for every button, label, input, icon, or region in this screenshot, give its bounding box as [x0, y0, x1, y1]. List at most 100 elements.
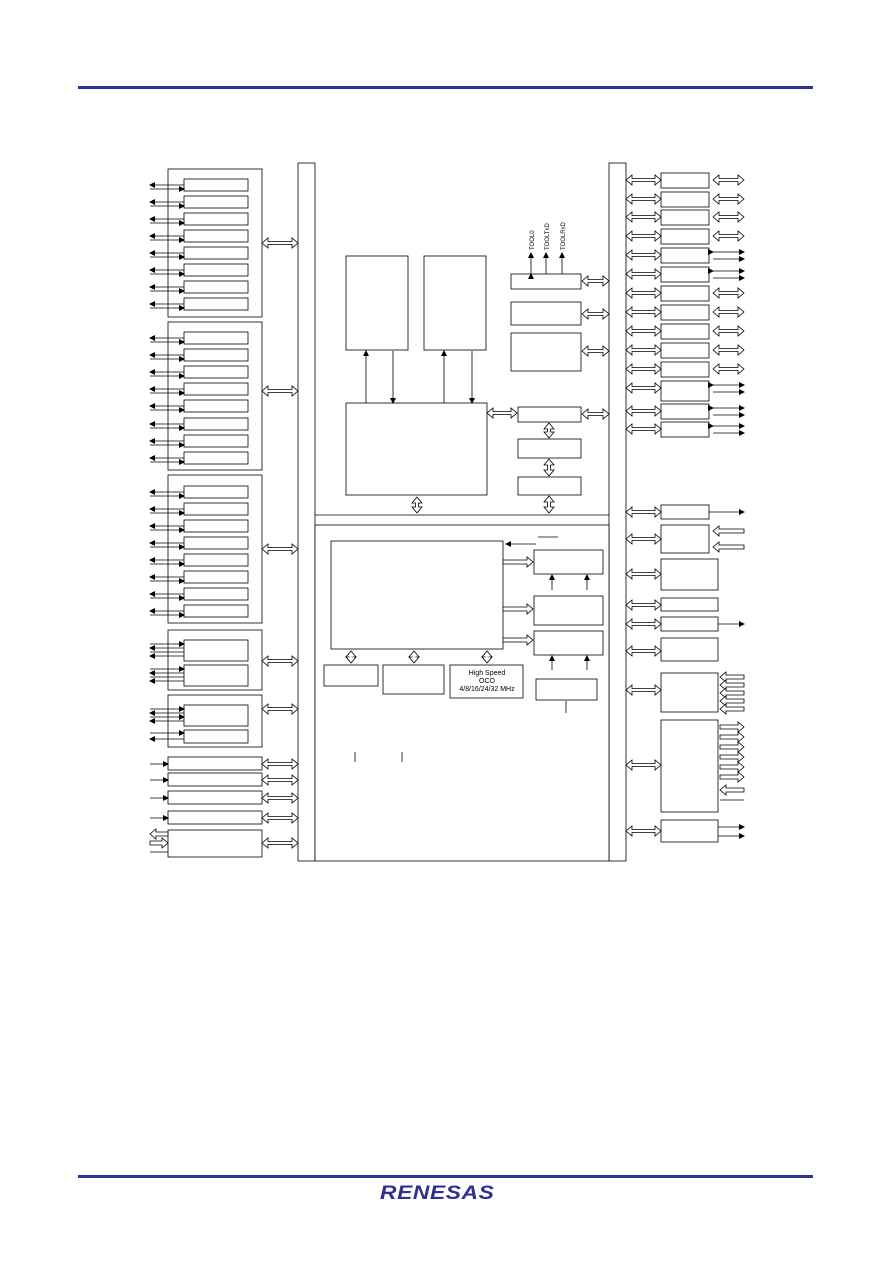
- right-port-8: [660, 323, 710, 340]
- block-reset: [517, 438, 582, 459]
- port-group-a-bus: [261, 237, 299, 249]
- adc-block: [167, 756, 263, 771]
- uart-block: [660, 558, 719, 591]
- port-group-b-port-4: [183, 399, 249, 413]
- right-port-12: [660, 403, 710, 420]
- port-group-a-port-7: [183, 297, 249, 311]
- opamp-block: [167, 810, 263, 825]
- segment-bus: [625, 759, 662, 771]
- port-group-b-port-0: [183, 331, 249, 345]
- dac-block: [167, 790, 263, 805]
- lcd-pin-0: [719, 671, 745, 683]
- port-group-c-port-3: [183, 536, 249, 550]
- renesas-logo: RENESAS: [380, 1183, 495, 1204]
- buzzer-bus: [625, 618, 662, 630]
- right-port-pin-10: [712, 363, 745, 375]
- right-port-bus-0: [625, 174, 662, 186]
- right-port-bus-2: [625, 211, 662, 223]
- internal-bus-right: [608, 162, 627, 862]
- interrupt-in-0: [149, 837, 169, 849]
- right-port-bus-9: [625, 344, 662, 356]
- por-bus-link: [543, 495, 555, 514]
- rom-bus: [581, 345, 610, 357]
- port-group-c-port-1: [183, 502, 249, 516]
- iic-scl: [712, 525, 745, 537]
- lcd-pin-1: [719, 679, 745, 691]
- serial-group-bus: [261, 655, 299, 667]
- right-port-7: [660, 304, 710, 321]
- lcd-bus: [625, 684, 662, 696]
- block-high-speed-oco: [449, 664, 524, 699]
- segment-out-2: [719, 741, 745, 753]
- footer-rule: [78, 1175, 813, 1178]
- segment-out-5: [719, 771, 745, 783]
- lcd-controller-block: [660, 672, 719, 713]
- port-group-b-port-2: [183, 365, 249, 379]
- right-port-bus-13: [625, 423, 662, 435]
- right-port-pin-8: [712, 325, 745, 337]
- segment-out-0: [719, 721, 745, 733]
- sub-clock-arrow: [502, 603, 534, 615]
- ram-bus: [581, 308, 610, 320]
- mode-bus: [581, 408, 610, 420]
- right-port-5: [660, 266, 710, 283]
- wdt-block: [660, 597, 719, 612]
- wdt-bus: [625, 599, 662, 611]
- right-port-bus-5: [625, 268, 662, 280]
- block-clock-generator: [330, 540, 504, 650]
- oscillator-label-line-1: High Speed: [469, 670, 506, 677]
- port-group-a-port-1: [183, 195, 249, 209]
- lcd-pin-3: [719, 695, 745, 707]
- timer-unit-0: [183, 704, 249, 727]
- right-port-bus-4: [625, 249, 662, 261]
- port-group-a-port-0: [183, 178, 249, 192]
- timer-unit-1: [183, 729, 249, 744]
- block-code-flash: [345, 255, 409, 351]
- segment-out-3: [719, 751, 745, 763]
- right-port-bus-6: [625, 287, 662, 299]
- block-oscillator-sub: [533, 595, 604, 626]
- block-clock-monitor: [323, 664, 379, 687]
- rtc-block: [660, 504, 710, 520]
- serial-unit-1: [183, 664, 249, 687]
- block-rom: [510, 332, 582, 372]
- crc-block: [660, 637, 719, 662]
- right-port-bus-12: [625, 405, 662, 417]
- debug-pin-label-0: TOOL0: [530, 230, 536, 250]
- port-group-b-port-5: [183, 417, 249, 431]
- opamp-block-bus: [261, 812, 299, 824]
- monitor-link: [345, 650, 357, 664]
- dac-block-bus: [261, 792, 299, 804]
- crc-bus: [625, 645, 662, 657]
- port-group-c-port-2: [183, 519, 249, 533]
- cpu-bus-arrow: [411, 496, 423, 514]
- right-port-bus-3: [625, 230, 662, 242]
- iic-block: [660, 524, 710, 554]
- lcd-pin-4: [719, 703, 745, 715]
- port-group-b-port-6: [183, 434, 249, 448]
- port-group-a-port-2: [183, 212, 249, 226]
- segment-out-4: [719, 761, 745, 773]
- block-power-on-reset: [517, 476, 582, 496]
- right-port-3: [660, 228, 710, 245]
- right-port-6: [660, 285, 710, 302]
- port-group-b-bus: [261, 385, 299, 397]
- iic-bus: [625, 533, 662, 545]
- block-cpu-core: [345, 402, 488, 496]
- mode-reset-link: [543, 422, 555, 439]
- debug-pin-label-1: TOOLTxD: [545, 223, 551, 250]
- right-port-11: [660, 380, 710, 402]
- serial-unit-0: [183, 639, 249, 662]
- right-port-pin-9: [712, 344, 745, 356]
- block-watch-timer-osc: [533, 630, 604, 656]
- block-low-speed-oco: [382, 664, 445, 695]
- port-group-c-port-4: [183, 553, 249, 567]
- oscillator-label-line-3: 4/8/16/24/32 MHz: [459, 686, 515, 693]
- port-group-c-port-6: [183, 587, 249, 601]
- port-group-b-port-3: [183, 382, 249, 396]
- internal-bus-left: [297, 162, 316, 862]
- pclbuz-block: [660, 819, 719, 843]
- port-group-a-port-4: [183, 246, 249, 260]
- port-group-a-port-3: [183, 229, 249, 243]
